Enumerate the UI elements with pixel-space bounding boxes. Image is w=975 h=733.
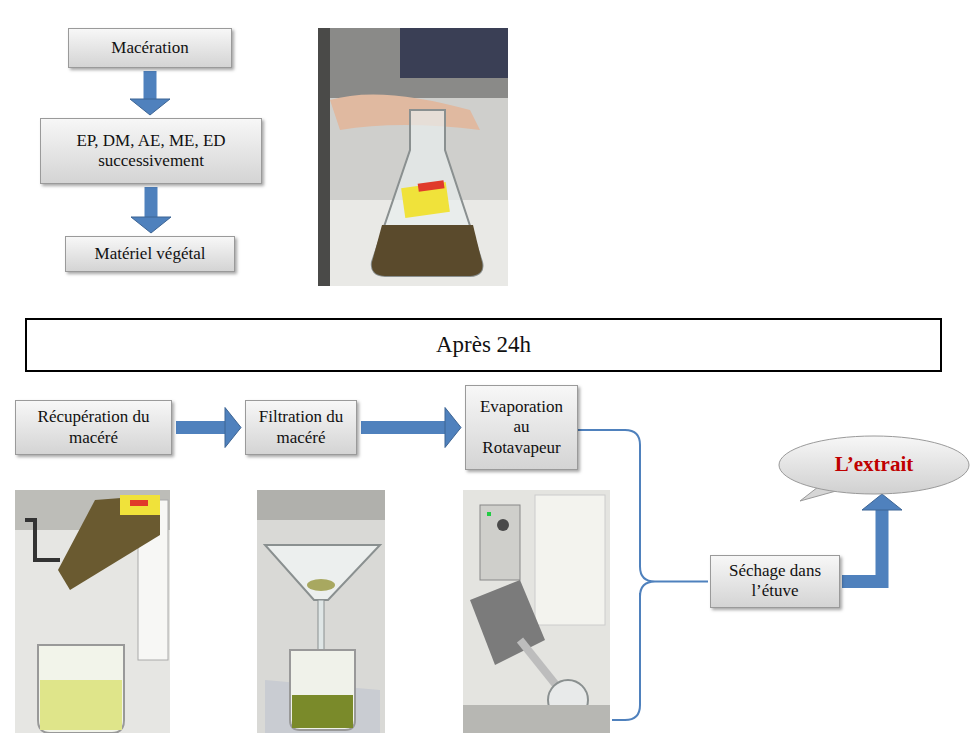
node-text: Après 24h	[436, 331, 531, 359]
arrow-shaft	[144, 71, 157, 99]
pouring-photo	[15, 490, 170, 733]
arrow-shaft	[361, 421, 445, 434]
node-text: Evaporation au Rotavapeur	[474, 397, 569, 458]
process-box: Séchage dans l’étuve	[710, 555, 840, 608]
arrow-shaft	[842, 510, 889, 581]
result-bubble: L’extrait	[778, 435, 970, 495]
node-text: Filtration du macéré	[254, 407, 348, 448]
node-text: Récupération du macéré	[24, 407, 163, 448]
time-band: Après 24h	[25, 318, 942, 372]
arrow-head	[862, 494, 902, 510]
bracket-lower	[612, 593, 640, 720]
node-text: Matériel végétal	[95, 244, 206, 264]
bracket-connector	[578, 430, 708, 596]
rotavapeur-photo	[463, 490, 610, 733]
process-box: Matériel végétal	[65, 236, 235, 272]
flow-arrow	[130, 71, 170, 115]
flask-photo	[318, 28, 508, 286]
process-box: Récupération du macéré	[15, 400, 172, 455]
arrow-shaft	[176, 421, 225, 434]
flow-arrow	[131, 187, 171, 233]
process-box: EP, DM, AE, ME, ED successivement	[40, 118, 262, 184]
arrow-head	[445, 408, 461, 448]
filtration-photo	[257, 490, 385, 733]
arrow-head	[131, 217, 171, 233]
flow-arrow	[176, 408, 241, 448]
arrow-shaft	[145, 187, 158, 217]
flow-arrow	[361, 408, 461, 448]
process-box: Macération	[68, 28, 232, 68]
flow-arrow	[842, 494, 902, 581]
flow-arrow	[578, 430, 708, 596]
process-box: Filtration du macéré	[245, 400, 357, 455]
arrow-head	[225, 408, 241, 448]
arrow-head	[130, 99, 170, 115]
node-text: Séchage dans l’étuve	[719, 561, 831, 602]
process-box: Evaporation au Rotavapeur	[465, 385, 578, 470]
node-text: L’extrait	[835, 452, 914, 477]
node-text: EP, DM, AE, ME, ED successivement	[49, 131, 253, 172]
node-text: Macération	[111, 38, 188, 58]
